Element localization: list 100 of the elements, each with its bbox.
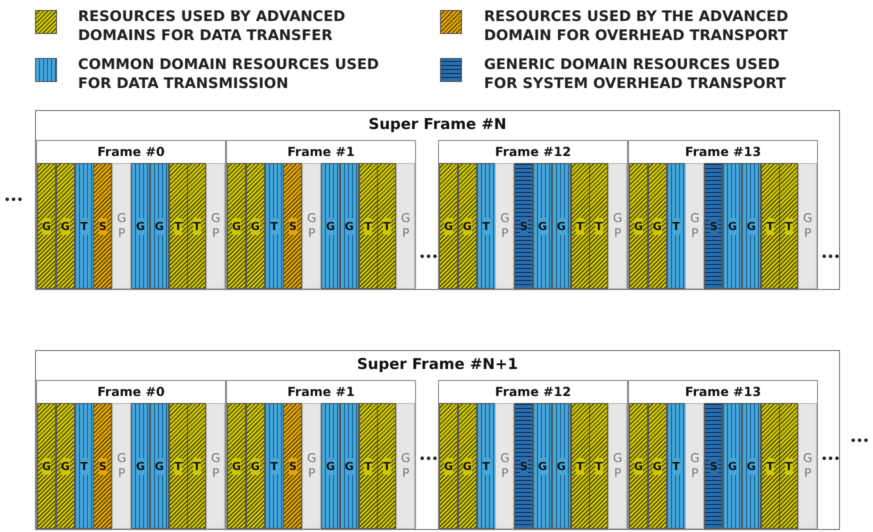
resource-slot: G [321,403,340,529]
frame-title: Frame #13 [684,143,762,161]
resource-slot: T [570,163,590,289]
frame-title: Frame #1 [286,383,356,401]
super-frame-box [35,350,840,530]
guard-period-slot: G P [112,163,132,289]
resource-slot: G [56,403,75,529]
resource-slot: S [93,163,112,289]
resource-slot: G [150,403,169,529]
resource-slot: T [264,163,284,289]
super-frame-box [35,110,840,290]
guard-period-slot: G P [685,163,704,289]
guard-period-slot: G P [302,163,322,289]
resource-slot: T [74,163,94,289]
guard-period-slot: G P [608,403,628,529]
ellipsis: ••• [821,252,840,263]
guard-period-slot: G P [396,163,416,289]
resource-slot: S [514,403,534,529]
guard-period-slot: G P [206,403,226,529]
resource-slot: G [56,163,75,289]
legend-label: GENERIC DOMAIN RESOURCES USED FOR SYSTEM OVERHEAD TRANSPORT [484,56,787,94]
guard-period-slot: G P [206,163,226,289]
guard-period-slot: G P [798,163,818,289]
resource-slot: T [476,163,496,289]
frame-box [628,140,818,289]
resource-slot: S [93,403,112,529]
resource-slot: G [723,403,742,529]
resource-slot: G [246,403,265,529]
ellipsis: ••• [419,454,438,465]
resource-slot: G [439,403,458,529]
frame-box [438,380,628,529]
resource-slot: G [340,163,359,289]
resource-slot: G [533,163,552,289]
resource-slot: T [187,403,206,529]
resource-slot: T [168,403,188,529]
legend-label: COMMON DOMAIN RESOURCES USED FOR DATA TRANSMISSION [78,56,380,94]
frame-title: Frame #0 [96,383,166,401]
resource-slot: T [377,163,396,289]
resource-slot: G [552,163,571,289]
resource-slot: T [570,403,590,529]
guard-period-slot: G P [396,403,416,529]
resource-slot: T [476,403,496,529]
frame-box [438,140,628,289]
frame-title: Frame #13 [684,383,762,401]
resource-slot: S [514,163,534,289]
frame-box [36,380,226,529]
super-frame-title: Super Frame #N+1 [356,354,519,375]
resource-slot: G [321,163,340,289]
frame-box [36,140,226,289]
resource-slot: T [168,163,188,289]
resource-slot: G [629,403,648,529]
resource-slot: G [439,163,458,289]
resource-slot: T [377,403,396,529]
resource-slot: T [187,163,206,289]
legend-label: RESOURCES USED BY ADVANCED DOMAINS FOR DATA TRANSFER [78,8,346,46]
resource-slot: G [723,163,742,289]
frame-box [628,380,818,529]
resource-slot: G [648,403,667,529]
frame-box [226,380,416,529]
super-frame-title: Super Frame #N [368,114,508,135]
resource-slot: G [131,163,150,289]
resource-slot: G [227,163,246,289]
resource-slot: T [760,403,780,529]
ellipsis: ••• [821,454,840,465]
resource-slot: G [742,163,761,289]
resource-slot: T [74,403,94,529]
guard-period-slot: G P [112,403,132,529]
resource-slot: S [704,403,724,529]
guard-period-slot: G P [685,403,704,529]
resource-slot: G [629,163,648,289]
resource-slot: G [131,403,150,529]
resource-slot: S [704,163,724,289]
resource-slot: S [283,163,302,289]
frame-title: Frame #0 [96,143,166,161]
resource-slot: T [779,403,798,529]
frame-box [226,140,416,289]
resource-slot: T [760,163,780,289]
frame-title: Frame #12 [494,383,572,401]
resource-slot: G [533,403,552,529]
resource-slot: G [458,163,477,289]
resource-slot: S [283,403,302,529]
guard-period-slot: G P [495,163,514,289]
frame-title: Frame #12 [494,143,572,161]
resource-slot: G [246,163,265,289]
resource-slot: T [589,403,608,529]
resource-slot: G [37,163,56,289]
frame-title: Frame #1 [286,143,356,161]
ellipsis: ••• [4,195,24,206]
guard-period-slot: G P [302,403,322,529]
legend-label: RESOURCES USED BY THE ADVANCED DOMAIN FOR OVERHEAD TRANSPORT [484,8,790,46]
resource-slot: T [589,163,608,289]
resource-slot: G [37,403,56,529]
resource-slot: G [742,403,761,529]
guard-period-slot: G P [495,403,514,529]
resource-slot: T [666,163,686,289]
resource-slot: G [227,403,246,529]
ellipsis: ••• [850,436,870,447]
resource-slot: T [779,163,798,289]
guard-period-slot: G P [608,163,628,289]
guard-period-slot: G P [798,403,818,529]
